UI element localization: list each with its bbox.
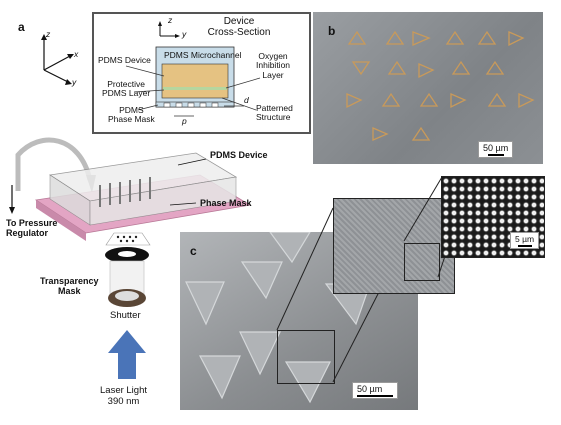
oxygen-line2: Inhibition <box>256 60 291 71</box>
panel-b-scale-text: 50 µm <box>483 143 509 153</box>
inset-title-line1: Device <box>223 16 255 27</box>
laser-light-label: Laser Light 390 nm <box>100 385 147 407</box>
zoom-panel-1 <box>333 198 455 294</box>
cross-section-inset: z y Device Cross-Section PDMS Device PDM… <box>92 12 311 134</box>
pressure-line2: Regulator <box>6 228 49 238</box>
inset-p-label: p <box>182 116 187 126</box>
cross-section-diagram <box>125 21 261 117</box>
inset-d-label: d <box>244 95 249 105</box>
zoom-scale-line <box>517 245 532 247</box>
protective-line1: Protective <box>107 79 145 89</box>
panel-b-label: b <box>328 24 336 38</box>
phase-mask-line2: Phase Mask <box>108 114 155 125</box>
device-illustration <box>9 137 252 379</box>
zoom-connector-lines <box>276 207 381 383</box>
pdms-device-label: PDMS Device <box>210 150 268 160</box>
panel-b-scale-line <box>487 154 504 156</box>
inset-title: Device Cross-Section <box>194 16 284 38</box>
panel-c-zoom-scale-bar: 5 µm <box>510 232 540 249</box>
inset-pdms-device-label: PDMS Device <box>98 55 151 65</box>
panel-c-scale-text: 50 µm <box>357 384 383 394</box>
transparency-line1: Transparency <box>40 276 99 286</box>
inset-patterned-label: Patterned Structure <box>256 103 293 123</box>
shutter-label: Shutter <box>110 310 141 321</box>
axis-x-label: x <box>74 49 79 59</box>
inset-protective-label: Protective PDMS Layer <box>102 79 151 99</box>
laser-line2: 390 nm <box>107 396 140 407</box>
inset-microchannel-label: PDMS Microchannel <box>164 50 242 60</box>
patterned-line1: Patterned <box>256 103 293 113</box>
transparency-line2: Mask <box>58 286 81 296</box>
panel-a-label: a <box>18 20 25 34</box>
transparency-mask-label: Transparency Mask <box>40 276 99 296</box>
protective-line2: PDMS Layer <box>102 88 151 99</box>
triangle-microstructures <box>185 232 371 404</box>
zoom-panel-2 <box>441 176 545 258</box>
phase-mask-label: Phase Mask <box>200 198 252 208</box>
oxygen-line3: Layer <box>262 69 284 80</box>
inset-title-line2: Cross-Section <box>207 27 271 38</box>
axes-icon <box>41 34 74 85</box>
panel-c-scale-bar: 50 µm <box>352 382 398 399</box>
laser-line1: Laser Light <box>100 385 148 396</box>
zoom-region-1 <box>277 330 335 384</box>
inset-oxygen-label: Oxygen Inhibition Layer <box>256 51 291 80</box>
patterned-line2: Structure <box>256 112 291 123</box>
panel-c-label: c <box>190 244 197 258</box>
zoom-scale-text: 5 µm <box>515 234 535 244</box>
zoom-region-2 <box>404 243 440 281</box>
panel-b-micrograph <box>313 12 543 164</box>
axis-z-label: z <box>46 29 51 39</box>
oxygen-line1: Oxygen <box>258 51 288 61</box>
panel-c-scale-line <box>357 395 393 397</box>
axis-y-label: y <box>72 77 77 87</box>
inset-axis-y: y <box>182 29 187 39</box>
pressure-regulator-label: To Pressure Regulator <box>6 218 57 238</box>
panel-b-scale-bar: 50 µm <box>478 141 514 158</box>
triangle-array <box>346 30 535 141</box>
pressure-line1: To Pressure <box>6 218 58 228</box>
phase-mask-line1: PDMS <box>119 105 144 115</box>
inset-phase-mask-label: PDMS Phase Mask <box>108 105 155 125</box>
inset-axis-z: z <box>168 15 173 25</box>
